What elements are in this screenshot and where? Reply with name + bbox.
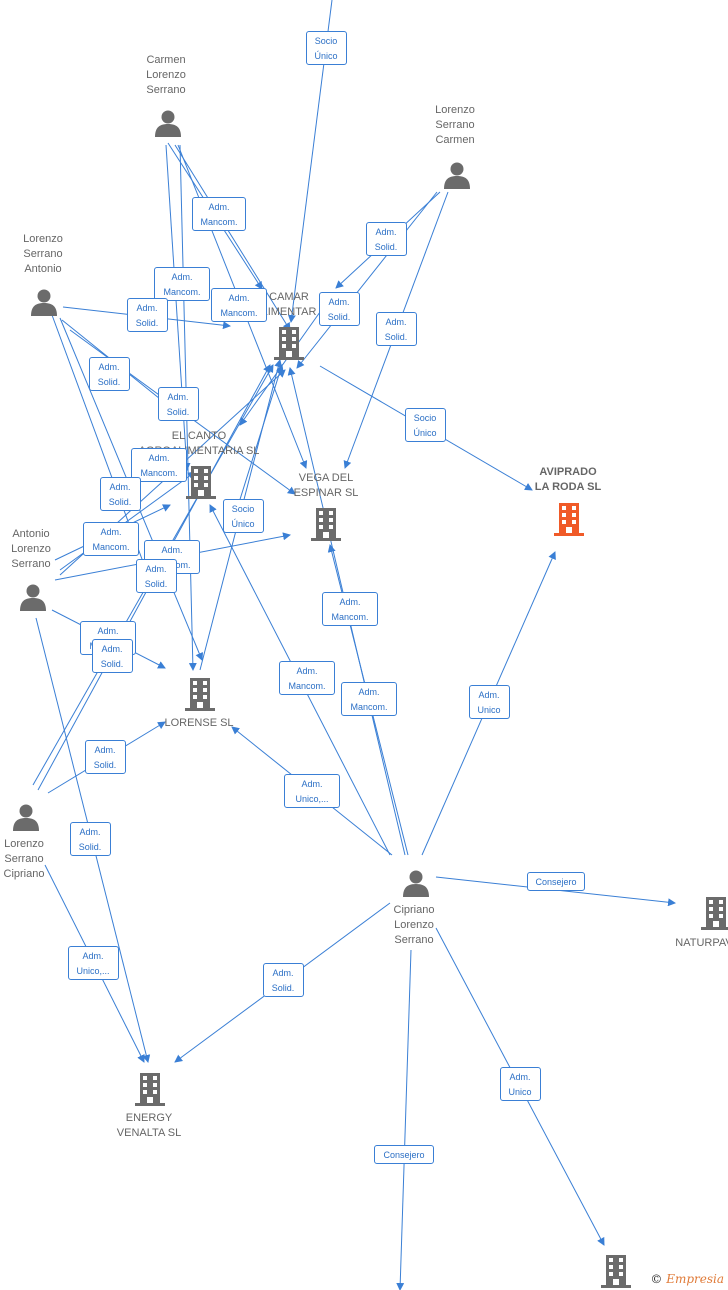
- edge-line: [174, 144, 291, 331]
- person-icon[interactable]: [13, 804, 39, 832]
- node-label-energy[interactable]: ENERGY VENALTA SL: [116, 1112, 182, 1139]
- company-icon[interactable]: [701, 897, 728, 930]
- node-label-carmen[interactable]: Carmen Lorenzo Serrano: [146, 54, 186, 96]
- node-label-lsc[interactable]: Lorenzo Serrano Carmen: [435, 104, 475, 146]
- edge-label[interactable]: Adm. Solid.: [157, 387, 199, 421]
- brand-logo: Empresia: [666, 1272, 724, 1286]
- company-icon[interactable]: [135, 1073, 165, 1106]
- node-label-als[interactable]: Antonio Lorenzo Serrano: [11, 528, 51, 570]
- node-label-lorense[interactable]: LORENSE SL: [164, 717, 234, 729]
- edge-line: [231, 364, 284, 526]
- edge-label[interactable]: Adm. Solid.: [69, 822, 111, 856]
- edge-label[interactable]: Adm. Solid.: [318, 292, 360, 326]
- highlighted-company-icon[interactable]: [554, 503, 584, 536]
- edge-label[interactable]: Adm. Mancom.: [341, 682, 397, 716]
- company-icon[interactable]: [311, 508, 341, 541]
- company-icon[interactable]: [274, 327, 304, 360]
- edge-label[interactable]: Adm. Solid.: [375, 312, 417, 346]
- edge-label[interactable]: Adm. Mancom.: [192, 197, 246, 231]
- edge-label[interactable]: Adm. Unico: [468, 685, 510, 719]
- edge-label[interactable]: Adm. Unico,...: [67, 946, 119, 980]
- edge-label[interactable]: Adm. Solid.: [84, 740, 126, 774]
- company-icon[interactable]: [186, 466, 216, 499]
- edge-label[interactable]: Adm. Mancom.: [211, 288, 267, 322]
- node-label-camar[interactable]: CAMAR LIMENTAR: [261, 291, 317, 318]
- edge-label[interactable]: Socio Único: [404, 408, 446, 442]
- edge-label[interactable]: Adm. Solid.: [126, 298, 168, 332]
- edge-label[interactable]: Adm. Mancom.: [154, 267, 210, 301]
- edge-label[interactable]: Adm. Solid.: [99, 477, 141, 511]
- edge-label[interactable]: Adm. Solid.: [262, 963, 304, 997]
- company-icon[interactable]: [185, 678, 215, 711]
- person-icon[interactable]: [403, 870, 429, 898]
- node-label-cls[interactable]: Cipriano Lorenzo Serrano: [393, 904, 435, 946]
- person-icon[interactable]: [20, 584, 46, 612]
- edge-label[interactable]: Adm. Unico: [499, 1067, 541, 1101]
- company-icon[interactable]: [601, 1255, 631, 1288]
- edge-label[interactable]: Adm. Mancom.: [131, 448, 187, 482]
- edge-label[interactable]: Socio Único: [305, 31, 347, 65]
- edge-label[interactable]: Adm. Solid.: [91, 639, 133, 673]
- node-label-lsci[interactable]: Lorenzo Serrano Cipriano: [3, 838, 45, 880]
- edge-line: [59, 471, 196, 571]
- edge-line: [396, 949, 412, 1290]
- person-icon[interactable]: [444, 162, 470, 190]
- edge-label[interactable]: Consejero: [527, 871, 585, 891]
- edge-label[interactable]: Adm. Unico,...: [284, 774, 340, 808]
- edge-label[interactable]: Consejero: [374, 1144, 434, 1164]
- person-icon[interactable]: [155, 110, 181, 138]
- edge-label[interactable]: Adm. Mancom.: [83, 522, 139, 556]
- copyright-icon: ©: [650, 1272, 663, 1286]
- edge-label[interactable]: Adm. Solid.: [135, 559, 177, 593]
- edge-line: [296, 191, 438, 369]
- watermark: © Empresia: [650, 1272, 724, 1286]
- node-label-aviprado[interactable]: AVIPRADO LA RODA SL: [534, 466, 602, 493]
- node-label-lsa[interactable]: Lorenzo Serrano Antonio: [23, 233, 63, 275]
- node-label-naturpav[interactable]: NATURPAV: [675, 937, 728, 949]
- edge-label[interactable]: Adm. Solid.: [365, 222, 407, 256]
- node-label-vega[interactable]: VEGA DEL ESPINAR SL: [293, 472, 359, 499]
- edge-label[interactable]: Adm. Solid.: [88, 357, 130, 391]
- person-icon[interactable]: [31, 289, 57, 317]
- edge-label[interactable]: Socio Único: [222, 499, 264, 533]
- edge-label[interactable]: Adm. Mancom.: [322, 592, 378, 626]
- edge-label[interactable]: Adm. Mancom.: [279, 661, 335, 695]
